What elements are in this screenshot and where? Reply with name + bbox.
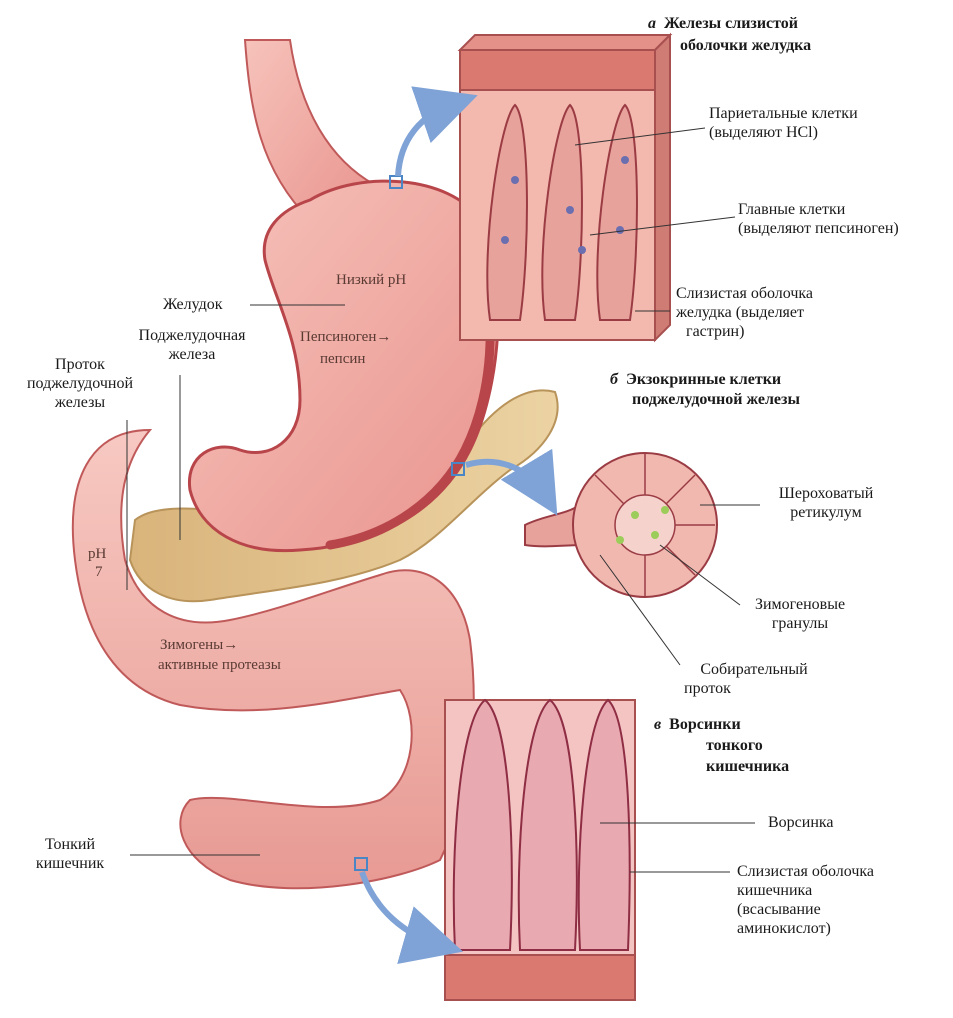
label-zymogen-granules-line1: Зимогеновые xyxy=(754,596,846,613)
leader-lines xyxy=(126,127,760,873)
zoom-box-pancreas xyxy=(451,462,465,476)
label-gastric-mucosa-line1: Слизистая оболочка xyxy=(676,285,814,302)
label-small-intestine-line1: Тонкий xyxy=(44,836,96,853)
arrow-to-villi xyxy=(359,871,464,964)
label-pancreatic-duct-line1: Проток xyxy=(55,356,105,373)
label-pancreas-line1: Поджелудочная xyxy=(138,327,246,344)
label-gastric-mucosa-line3: гастрин) xyxy=(686,323,745,340)
section-c-heading: в Ворсинки xyxy=(654,715,741,734)
text-low-ph: Низкий pH xyxy=(336,272,407,288)
label-gastric-mucosa-line2: желудка (выделяет xyxy=(676,304,805,321)
label-collecting-duct: Собирательный проток xyxy=(684,660,824,698)
section-b-title-2: поджелудочной железы xyxy=(632,391,800,408)
gastric-gland-block xyxy=(457,32,673,343)
villi-block xyxy=(444,698,636,1001)
arrow-to-gastric-glands xyxy=(395,86,478,177)
label-chief-line1: Главные клетки xyxy=(738,201,846,218)
label-parietal-line1: Париетальные клетки xyxy=(709,105,858,122)
acinus-shape xyxy=(524,452,718,598)
text-active-proteases: активные протеазы xyxy=(158,657,281,673)
label-pancreatic-duct-line2: поджелудочной xyxy=(26,375,134,392)
label-intestinal-mucosa-line1: Слизистая оболочка xyxy=(737,863,875,880)
label-collecting-duct-line1: Собирательный xyxy=(700,661,808,678)
label-gastric-mucosa: Слизистая оболочка желудка (выделяет гас… xyxy=(676,284,813,341)
zoom-box-stomach xyxy=(389,175,403,189)
text-ph: pH xyxy=(88,546,107,562)
label-parietal-line2: (выделяют HCl) xyxy=(709,124,818,141)
label-zymogen-granules-line2: гранулы xyxy=(771,615,829,632)
label-rough-er-line2: ретикулум xyxy=(790,504,862,521)
label-collecting-duct-line2: проток xyxy=(684,680,731,697)
label-pancreatic-duct-line3: железы xyxy=(54,394,106,411)
label-intestinal-mucosa-line4: аминокислот) xyxy=(737,920,831,937)
section-c-title-1: Ворсинки xyxy=(669,716,741,733)
duodenum-shape xyxy=(71,428,475,890)
label-chief-cells: Главные клетки (выделяют пепсиноген) xyxy=(738,200,899,238)
label-small-intestine: Тонкий кишечник xyxy=(5,835,135,873)
section-c-letter: в xyxy=(654,716,662,733)
arrow-to-acinus xyxy=(465,448,558,516)
text-zymogens: Зимогены→ xyxy=(160,637,239,653)
text-pepsin: пепсин xyxy=(320,351,366,367)
section-a-letter: а xyxy=(648,15,656,32)
text-pepsinogen: Пепсиноген→ xyxy=(300,329,392,345)
label-intestinal-mucosa-line3: (всасывание xyxy=(737,901,821,918)
label-villus: Ворсинка xyxy=(768,814,834,831)
label-pancreas: Поджелудочная железа xyxy=(112,326,272,364)
zoom-box-intestine xyxy=(354,857,368,871)
label-pancreatic-duct: Проток поджелудочной железы xyxy=(0,355,160,412)
label-stomach: Желудок xyxy=(163,296,223,313)
label-rough-er-line1: Шероховатый xyxy=(778,485,874,502)
section-a-heading: а Железы слизистой xyxy=(648,14,798,33)
section-b-title-1: Экзокринные клетки xyxy=(625,371,782,388)
text-ph-value: 7 xyxy=(95,564,103,580)
label-parietal-cells: Париетальные клетки (выделяют HCl) xyxy=(709,104,858,142)
section-b-letter: б xyxy=(610,371,618,388)
label-pancreas-line2: железа xyxy=(168,346,216,363)
label-zymogen-granules: Зимогеновые гранулы xyxy=(730,595,870,633)
label-intestinal-mucosa-line2: кишечника xyxy=(737,882,813,899)
section-a-title-2: оболочки желудка xyxy=(680,37,812,54)
section-a-title-1: Железы слизистой xyxy=(664,15,799,32)
label-small-intestine-line2: кишечник xyxy=(35,855,105,872)
label-chief-line2: (выделяют пепсиноген) xyxy=(738,220,899,237)
section-b-heading: б Экзокринные клетки xyxy=(610,370,781,389)
section-c-title-3: кишечника xyxy=(706,758,790,775)
label-rough-er: Шероховатый ретикулум xyxy=(756,484,896,522)
label-intestinal-mucosa: Слизистая оболочка кишечника (всасывание… xyxy=(737,862,874,938)
section-c-title-2: тонкого xyxy=(706,737,763,754)
